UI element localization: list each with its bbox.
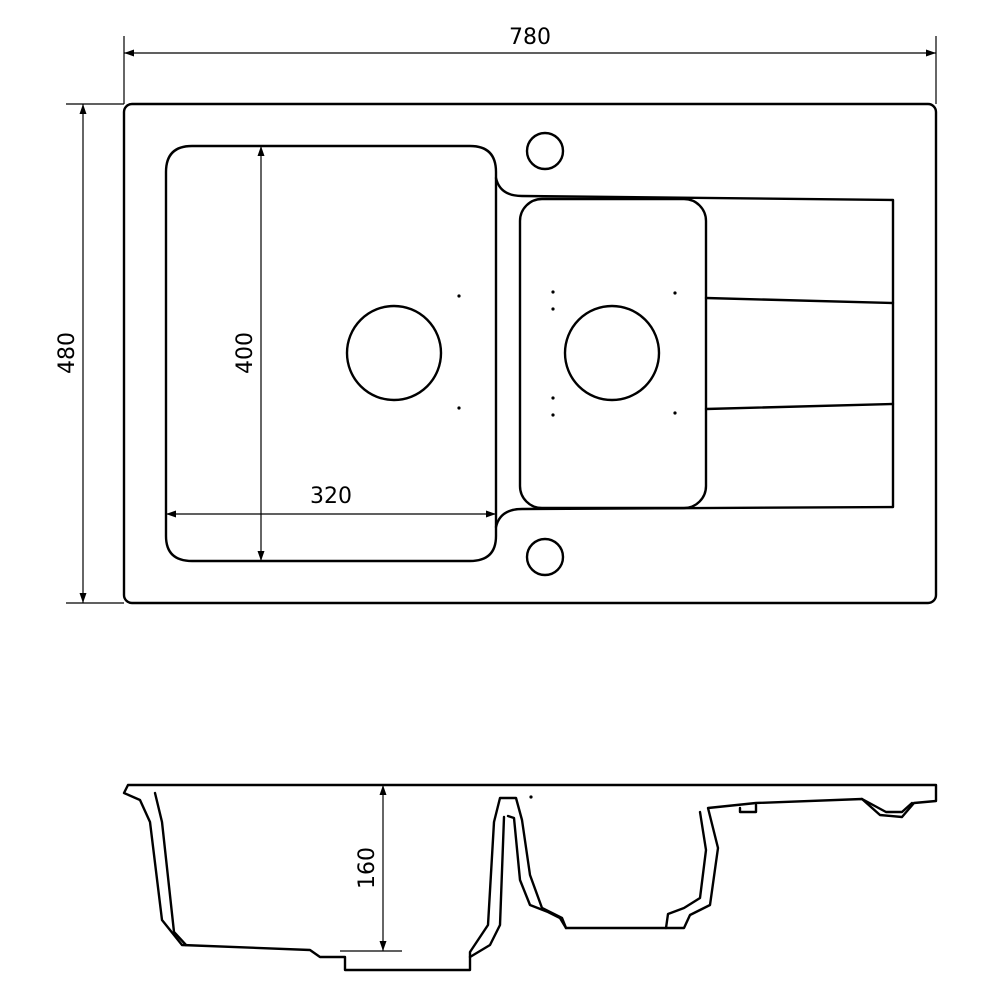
secondary-bowl [518,197,708,510]
drain-groove-1 [704,296,895,305]
dim-label-780: 780 [509,25,551,50]
dim-label-400: 400 [233,332,258,374]
dim-label-480: 480 [55,332,80,374]
dim-label-160: 160 [355,847,380,889]
dimension-overall-width: 780 [123,25,937,104]
side-profile-secondary-bowl-inner [506,814,568,930]
side-profile-drainboard-end [860,797,914,814]
mounting-dots [457,290,677,417]
side-view: 160 [122,783,938,972]
side-profile-main-bowl-inner-right [468,815,506,959]
dimension-overall-depth: 480 [55,103,124,604]
secondary-drain-hole [563,304,661,402]
dim-label-320: 320 [310,484,352,509]
main-drain-hole [345,304,443,402]
drainboard-outline [494,176,895,529]
tap-hole-bottom [525,537,565,577]
side-profile-main-bowl-inner [153,791,188,947]
dimension-bowl-length: 400 [233,146,265,561]
side-profile-secondary-bowl-inner-right [664,810,708,930]
dimension-bowl-height: 160 [340,785,402,952]
side-profile-drainboard-rib [738,803,758,814]
side-profile-outer [122,783,938,972]
sink-outline [122,102,938,605]
side-profile-dot [529,795,533,799]
drain-groove-2 [704,402,895,411]
main-bowl [164,144,498,563]
dimension-bowl-width: 320 [166,484,496,518]
tap-hole-top [525,131,565,171]
top-view: 780 480 400 320 [55,25,938,605]
